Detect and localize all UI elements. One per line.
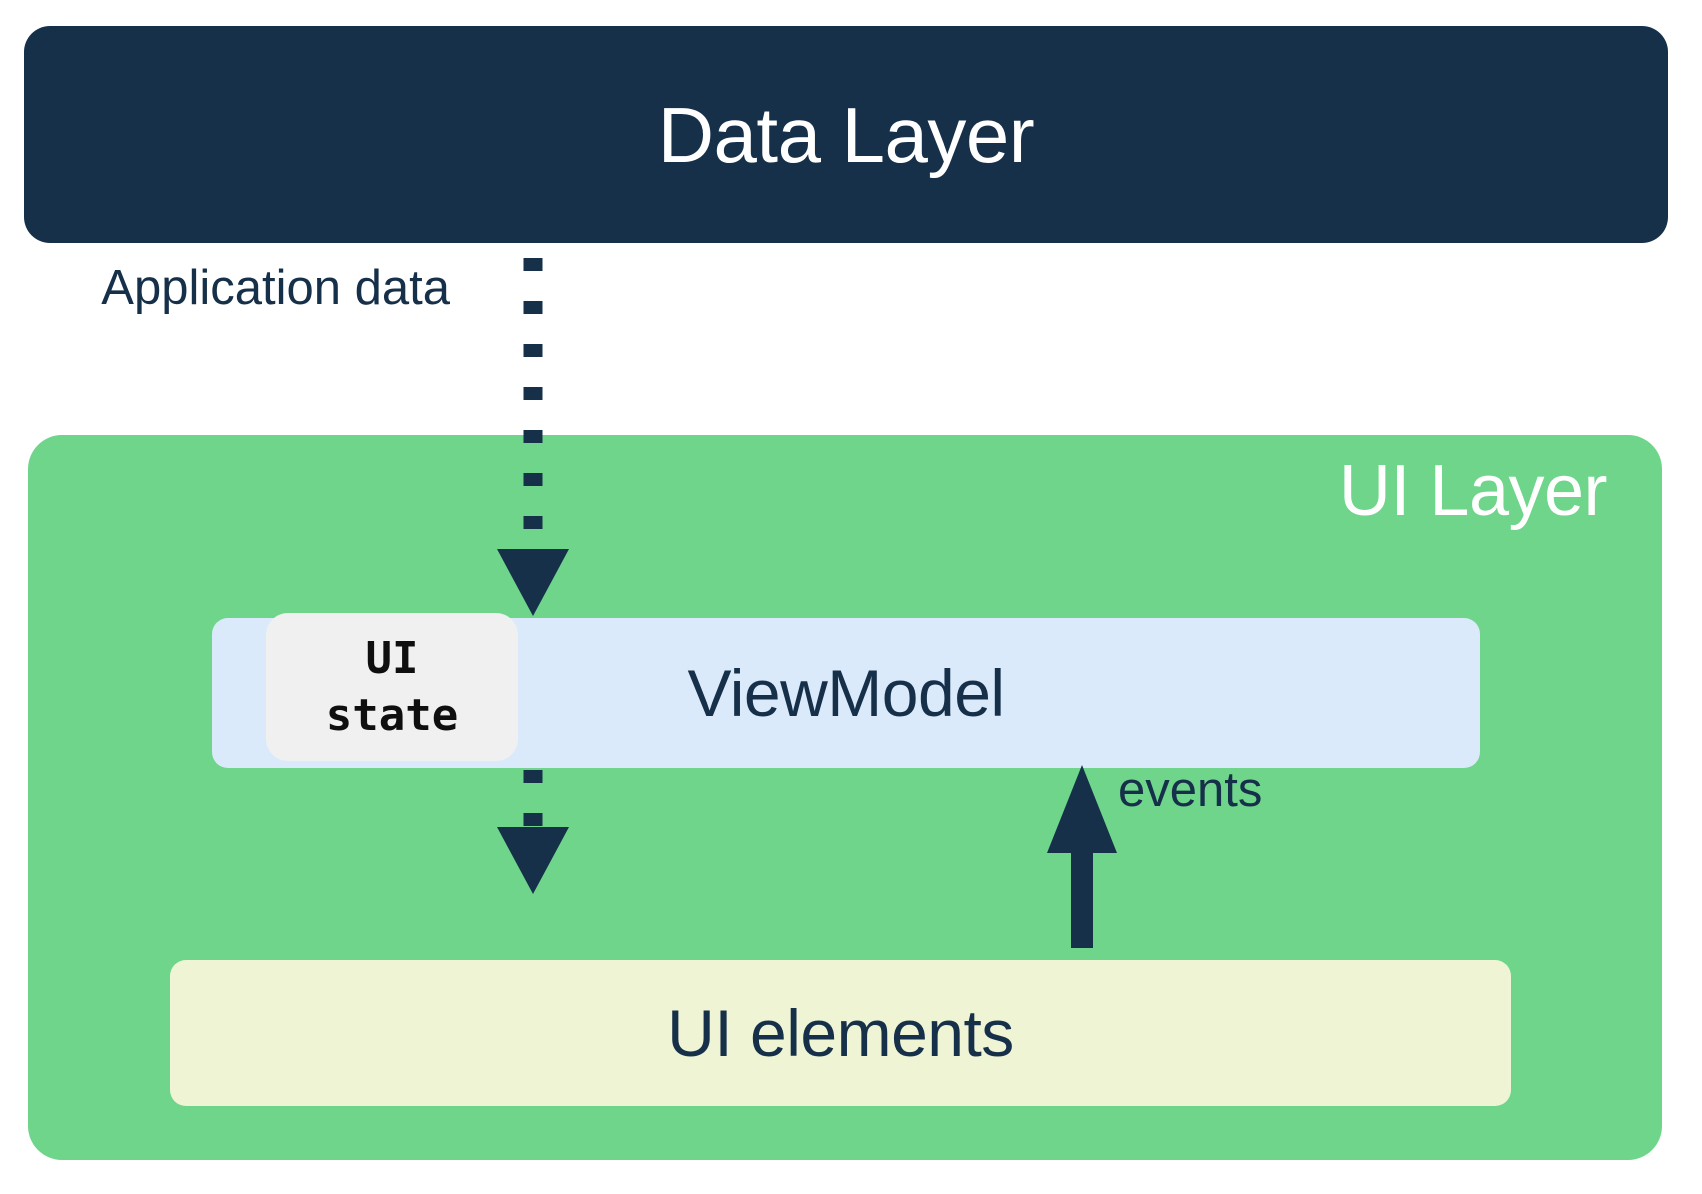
ui-state-box: UI state: [266, 613, 518, 761]
events-flow-label: events: [1118, 763, 1263, 817]
ui-state-line-2: state: [325, 690, 459, 741]
viewmodel-label: ViewModel: [687, 656, 1005, 730]
ui-elements-box: UI elements: [170, 960, 1511, 1106]
data-layer-box: Data Layer: [24, 26, 1668, 243]
data-layer-title: Data Layer: [657, 90, 1035, 179]
ui-elements-label: UI elements: [667, 996, 1014, 1070]
application-data-flow-label: Application data: [101, 261, 450, 315]
ui-state-line-1: UI: [365, 633, 419, 684]
ui-layer-title: UI Layer: [1338, 451, 1608, 531]
